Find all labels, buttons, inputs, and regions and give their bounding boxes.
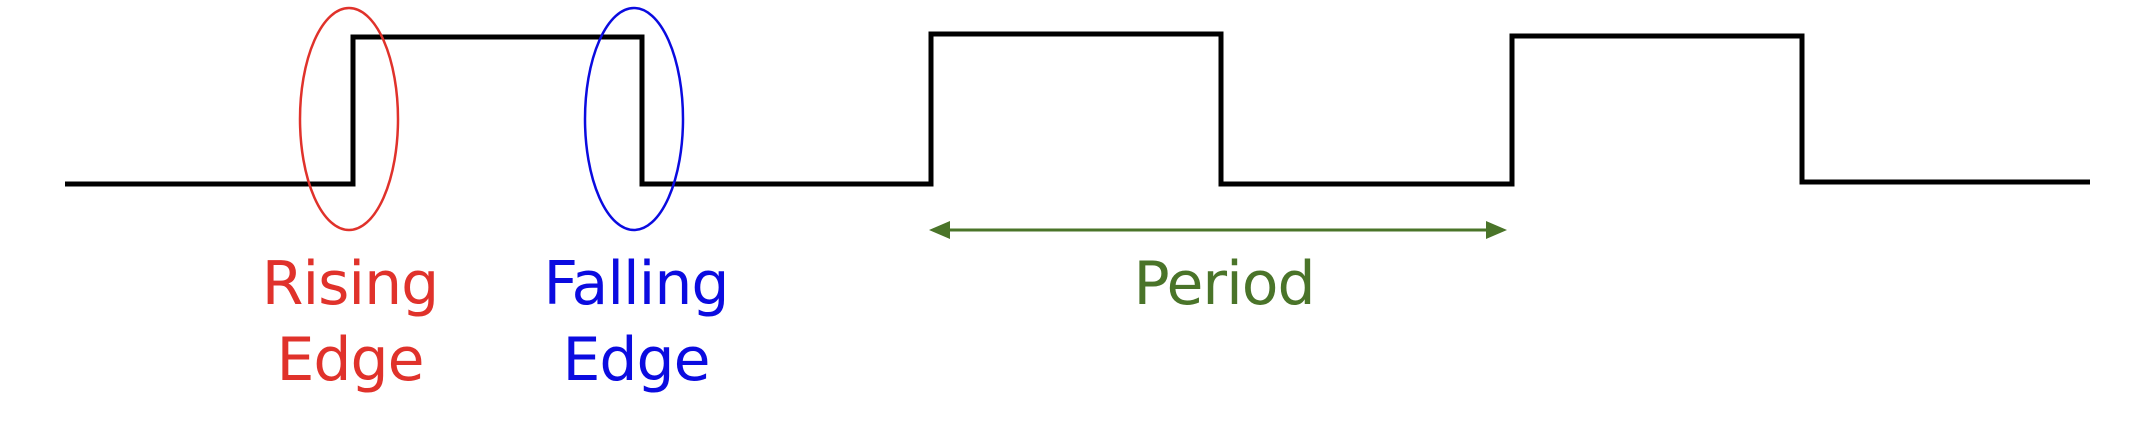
period-label: Period — [1074, 246, 1374, 322]
square-wave-signal — [65, 31, 2090, 187]
falling-edge-label-line-2: Edge — [562, 325, 711, 395]
period-label-text: Period — [1133, 249, 1315, 319]
rising-edge-label-line-1: Rising — [261, 249, 439, 319]
period-arrowhead-right — [1486, 221, 1507, 239]
falling-edge-label: Falling Edge — [516, 246, 756, 398]
rising-edge-label-line-2: Edge — [276, 325, 425, 395]
period-arrow — [929, 221, 1507, 239]
falling-edge-label-line-1: Falling — [543, 249, 730, 319]
period-arrowhead-left — [929, 221, 950, 239]
falling-edge-marker — [583, 6, 685, 232]
rising-edge-label: Rising Edge — [230, 246, 470, 398]
rising-edge-marker — [298, 6, 400, 232]
